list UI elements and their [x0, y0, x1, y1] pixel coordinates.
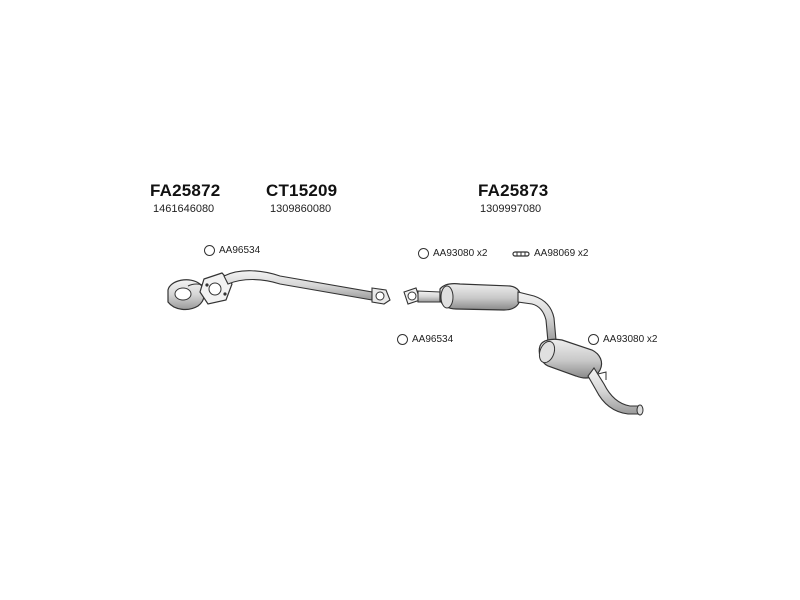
front-flange [199, 272, 233, 305]
callout-gasket-mid-top: AA93080 x2 [418, 248, 488, 259]
callout-clamp-mid: AA98069 x2 [512, 248, 589, 259]
oem-number-fa25872: 1461646080 [153, 203, 215, 215]
ring-gasket-icon [397, 334, 408, 345]
callout-label: AA93080 x2 [433, 248, 488, 259]
clamp-icon [512, 250, 530, 258]
center-connector [403, 287, 441, 305]
oem-number-fa25873: 1309997080 [480, 203, 542, 215]
part-code-fa25873: FA25873 [478, 181, 549, 200]
callout-gasket-right: AA93080 x2 [588, 334, 658, 345]
callout-gasket-left: AA96534 [204, 245, 260, 256]
mid-pipe-bend [517, 291, 557, 343]
tail-pipe [587, 367, 644, 416]
rear-muffler [538, 338, 603, 379]
callout-label: AA98069 x2 [534, 248, 589, 259]
ring-gasket-icon [588, 334, 599, 345]
front-elbow-pipe [167, 279, 213, 311]
ring-gasket-icon [418, 248, 429, 259]
part-code-fa25872: FA25872 [150, 181, 221, 200]
intermediate-pipe [223, 270, 391, 305]
oem-number-ct15209: 1309860080 [270, 203, 332, 215]
center-muffler [439, 283, 522, 311]
callout-label: AA93080 x2 [603, 334, 658, 345]
part-code-ct15209: CT15209 [266, 181, 338, 200]
callout-gasket-mid-bottom: AA96534 [397, 334, 453, 345]
ring-gasket-icon [204, 245, 215, 256]
callout-label: AA96534 [219, 245, 261, 256]
callout-label: AA96534 [412, 334, 454, 345]
